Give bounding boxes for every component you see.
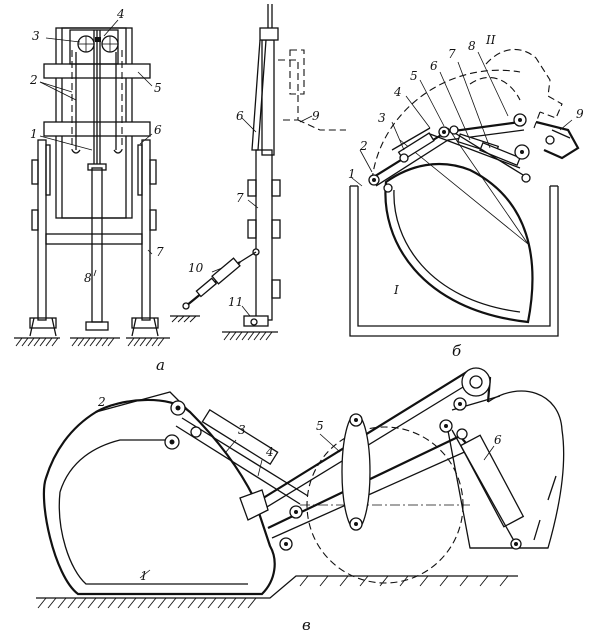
label-c-1: 1 bbox=[140, 569, 148, 583]
label-b-2: 2 bbox=[359, 139, 368, 153]
label-a-3: 3 bbox=[32, 29, 40, 43]
label-c-6: 6 bbox=[494, 433, 502, 447]
figure-b: II 4 5 6 7 8 3 9 2 1 I б bbox=[348, 33, 584, 360]
label-b-8: 8 bbox=[468, 39, 476, 53]
tilt-cylinder bbox=[175, 408, 309, 505]
ground-hatching bbox=[14, 337, 170, 347]
label-a-side-7: 7 bbox=[236, 191, 244, 205]
label-c-4: 4 bbox=[265, 445, 274, 459]
label-c-5: 5 bbox=[316, 419, 324, 433]
label-a-side-10: 10 bbox=[188, 261, 204, 275]
label-b-6: 6 bbox=[430, 59, 438, 73]
label-a-5: 5 bbox=[154, 81, 162, 95]
side-cylinder bbox=[182, 248, 260, 310]
label-c-2: 2 bbox=[97, 395, 106, 409]
label-b-4: 4 bbox=[393, 85, 402, 99]
label-a-1: 1 bbox=[30, 127, 38, 141]
figure-a-front-view: 3 4 2 5 1 6 7 8 а bbox=[14, 7, 170, 374]
label-a-4: 4 bbox=[116, 7, 125, 21]
label-b-II: II bbox=[485, 33, 496, 47]
figure-c: 2 3 4 5 6 1 в bbox=[36, 367, 565, 632]
label-a-2: 2 bbox=[29, 73, 38, 87]
label-a-6: 6 bbox=[154, 123, 162, 137]
figure-a-side-view: 6 9 7 10 11 bbox=[170, 4, 346, 341]
lift-cylinder bbox=[451, 429, 525, 550]
caption-a: а bbox=[156, 356, 165, 374]
label-a-side-9: 9 bbox=[312, 109, 320, 123]
label-a-7: 7 bbox=[156, 245, 164, 259]
label-b-7: 7 bbox=[448, 47, 456, 61]
label-a-8: 8 bbox=[84, 271, 92, 285]
label-b-1: 1 bbox=[348, 167, 356, 181]
label-a-side-11: 11 bbox=[228, 295, 243, 309]
caption-b: б bbox=[452, 342, 462, 360]
label-c-3: 3 bbox=[238, 423, 246, 437]
caption-c: в bbox=[302, 616, 311, 632]
label-b-9: 9 bbox=[576, 107, 584, 121]
label-b-3: 3 bbox=[378, 111, 386, 125]
label-a-side-6: 6 bbox=[236, 109, 244, 123]
label-b-5: 5 bbox=[410, 69, 418, 83]
label-b-I: I bbox=[393, 283, 399, 297]
